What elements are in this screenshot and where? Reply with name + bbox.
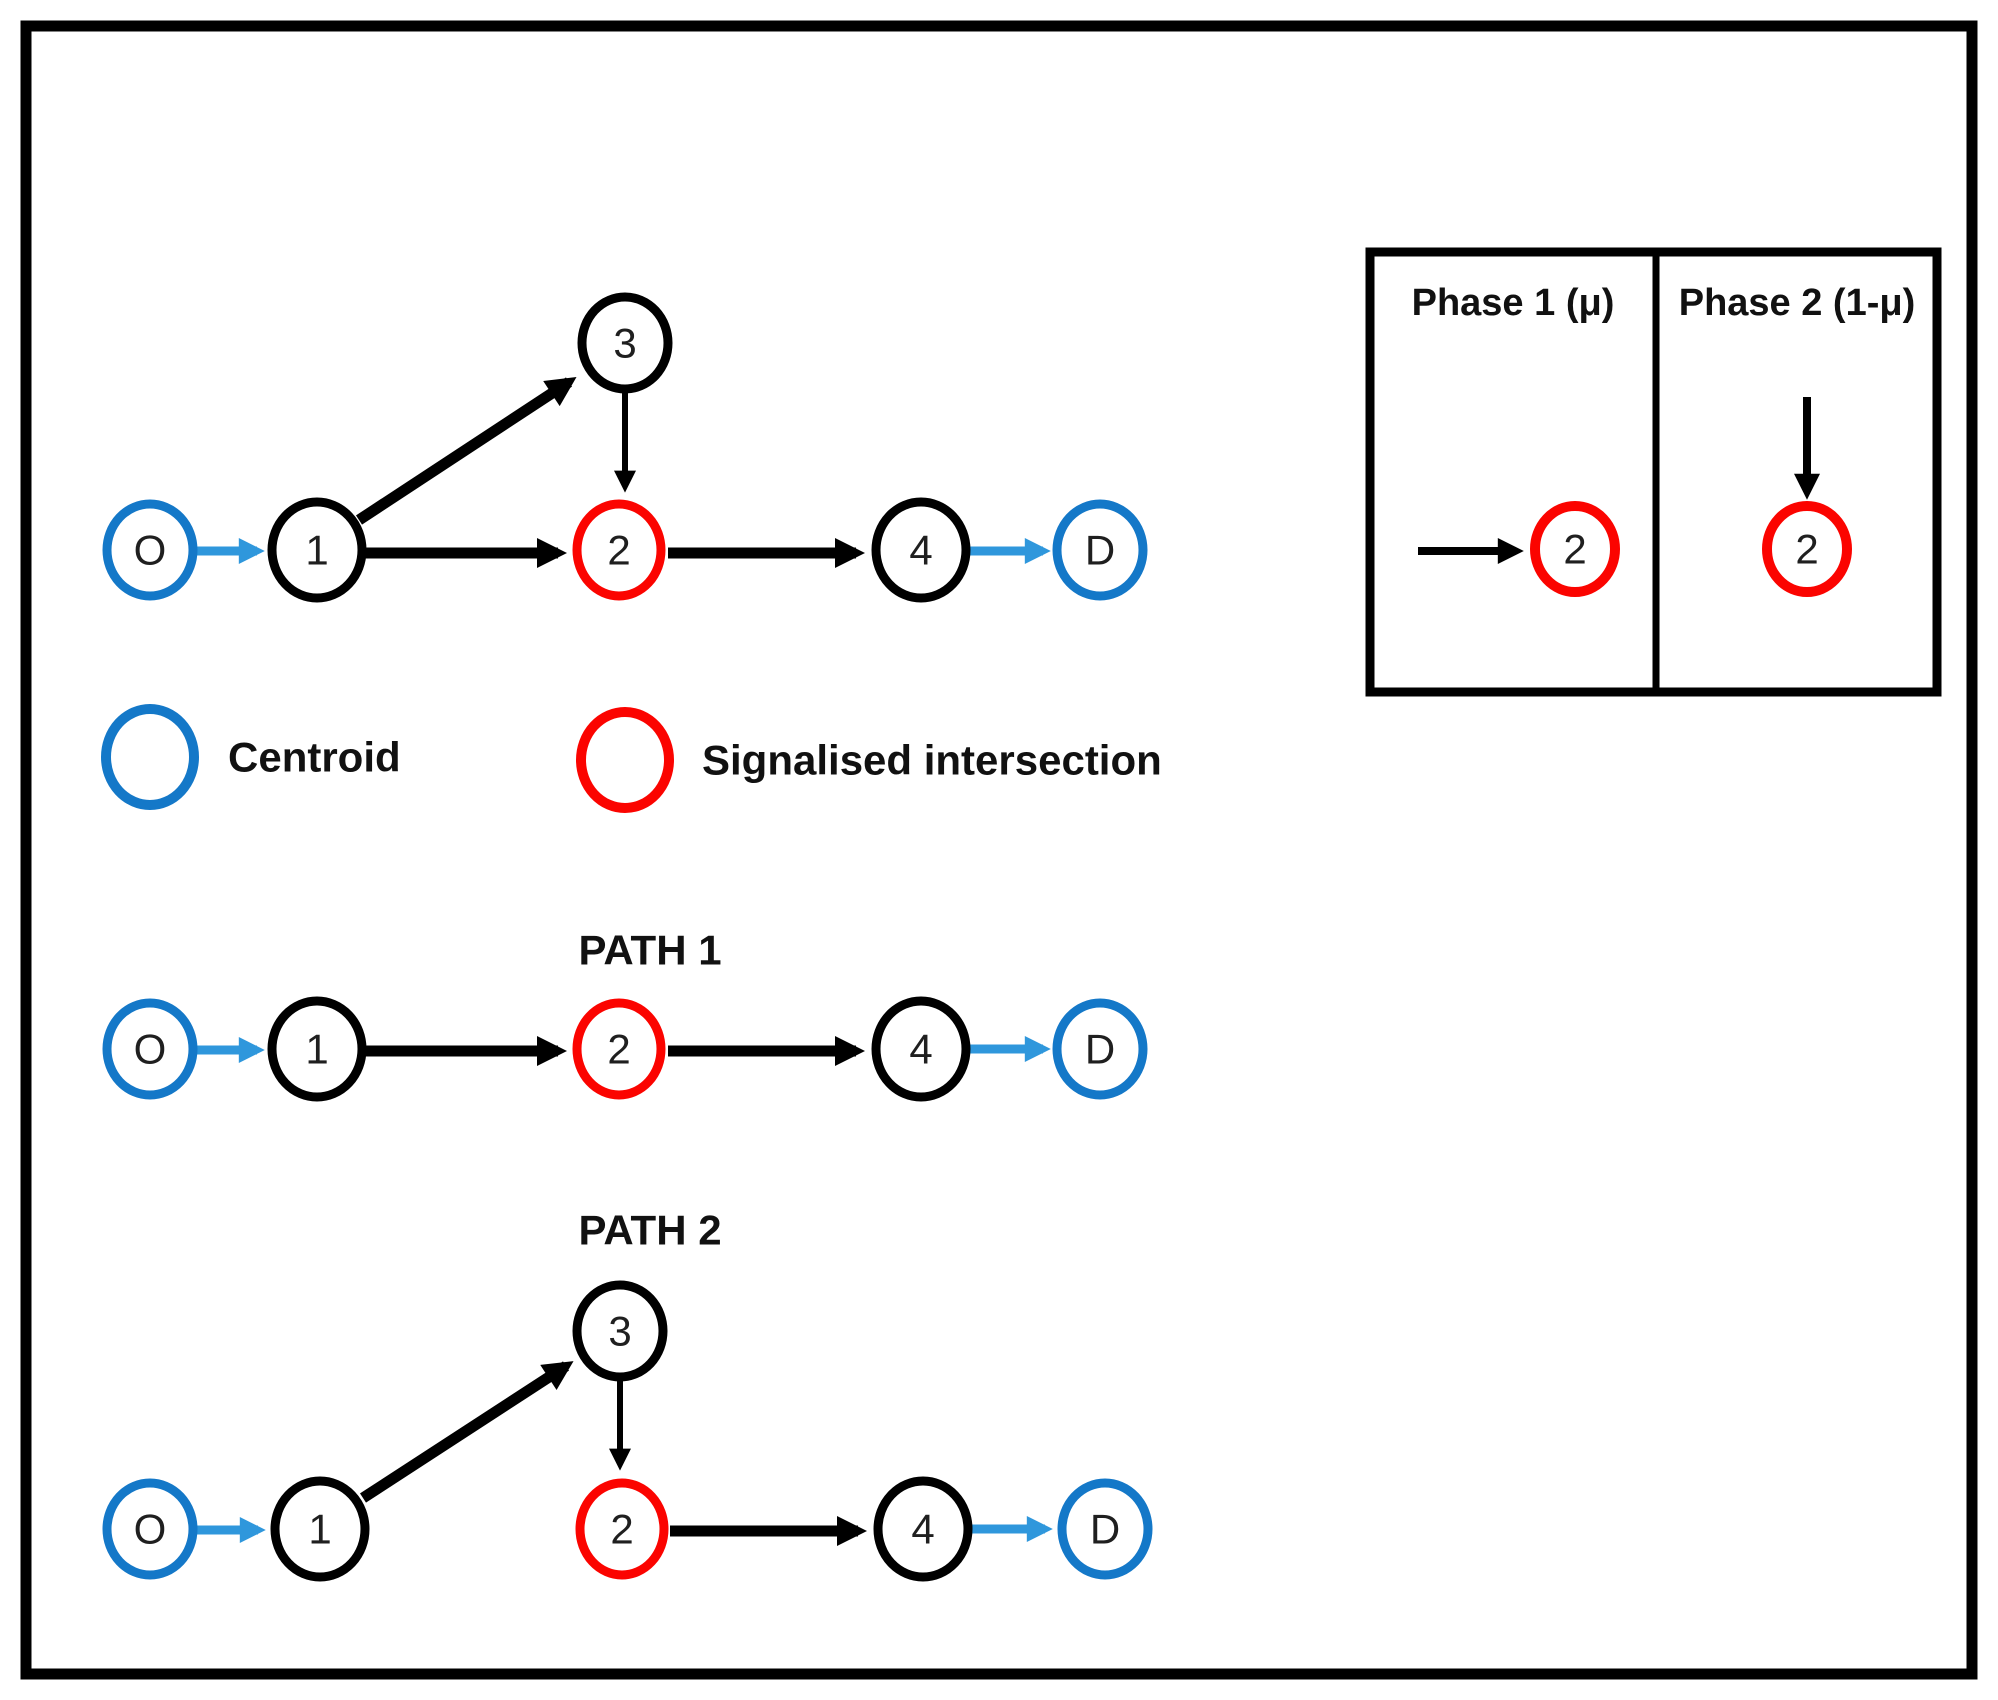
phase1-node-label: 2 xyxy=(1563,526,1586,573)
intersection-circle xyxy=(873,1476,973,1582)
node-destination-label: D xyxy=(1085,1026,1115,1073)
node-2-label: 2 xyxy=(607,527,630,574)
node-4-label: 4 xyxy=(909,1026,932,1073)
node-2-label: 2 xyxy=(607,1026,630,1073)
legend-centroid-icon xyxy=(101,704,199,810)
node-3: 3 xyxy=(577,292,673,394)
intersection-circle xyxy=(270,1476,370,1582)
node-1-label: 1 xyxy=(305,1026,328,1073)
path1-diagram: PATH 1 O 1 2 4 D xyxy=(102,927,1148,1102)
node-3-label: 3 xyxy=(608,1308,631,1355)
centroid-circle xyxy=(1052,499,1148,601)
phase1-title: Phase 1 (μ) xyxy=(1412,282,1615,324)
intersection-circle xyxy=(871,996,971,1102)
edge-1-to-3 xyxy=(355,377,577,525)
node-4-label: 4 xyxy=(909,527,932,574)
node-2-label: 2 xyxy=(610,1506,633,1553)
node-origin-label: O xyxy=(134,1506,167,1553)
edge-1-to-3 xyxy=(360,1361,574,1503)
legend-signalised-label: Signalised intersection xyxy=(702,737,1162,784)
intersection-circle xyxy=(572,1280,668,1382)
intersection-circle xyxy=(871,497,971,603)
centroid-circle xyxy=(1057,1478,1153,1580)
node-origin: O xyxy=(102,998,198,1100)
node-2-signalised: 2 xyxy=(572,998,666,1100)
intersection-circle xyxy=(267,497,367,603)
centroid-circle xyxy=(102,1478,198,1580)
phase1-node-2: 2 xyxy=(1530,501,1620,597)
intersection-circle xyxy=(267,996,367,1102)
path1-title: PATH 1 xyxy=(578,927,721,974)
full-network-diagram: O 1 3 2 4 D xyxy=(102,292,1148,603)
signalised-circle xyxy=(1762,501,1852,597)
node-1-label: 1 xyxy=(305,527,328,574)
centroid-circle xyxy=(102,998,198,1100)
signalised-circle xyxy=(572,998,666,1100)
node-4: 4 xyxy=(871,996,971,1102)
node-4: 4 xyxy=(873,1476,973,1582)
node-destination-label: D xyxy=(1090,1506,1120,1553)
centroid-circle xyxy=(102,499,198,601)
node-1: 1 xyxy=(270,1476,370,1582)
node-destination: D xyxy=(1052,998,1148,1100)
node-origin: O xyxy=(102,499,198,601)
node-destination: D xyxy=(1057,1478,1153,1580)
signal-phase-diagram: Phase 1 (μ) Phase 2 (1-μ) 2 2 xyxy=(1365,247,1942,697)
node-2-signalised: 2 xyxy=(572,499,666,601)
node-origin-label: O xyxy=(134,527,167,574)
node-1: 1 xyxy=(267,996,367,1102)
node-3-label: 3 xyxy=(613,320,636,367)
intersection-circle xyxy=(577,292,673,394)
signalised-circle xyxy=(572,499,666,601)
node-1: 1 xyxy=(267,497,367,603)
node-destination: D xyxy=(1052,499,1148,601)
legend-signalised-icon xyxy=(576,707,674,813)
node-1-label: 1 xyxy=(308,1506,331,1553)
node-2-signalised: 2 xyxy=(575,1478,669,1580)
phase2-title: Phase 2 (1-μ) xyxy=(1679,282,1916,324)
node-4: 4 xyxy=(871,497,971,603)
phase2-node-label: 2 xyxy=(1795,526,1818,573)
path2-title: PATH 2 xyxy=(578,1207,721,1254)
path2-diagram: PATH 2 O 1 3 2 4 D xyxy=(102,1207,1153,1582)
node-origin-label: O xyxy=(134,1026,167,1073)
phase2-node-2: 2 xyxy=(1762,501,1852,597)
signalised-circle xyxy=(1530,501,1620,597)
centroid-circle xyxy=(1052,998,1148,1100)
node-4-label: 4 xyxy=(911,1506,934,1553)
signalised-circle xyxy=(575,1478,669,1580)
node-destination-label: D xyxy=(1085,527,1115,574)
legend-centroid-label: Centroid xyxy=(228,734,401,781)
node-3: 3 xyxy=(572,1280,668,1382)
legend: Centroid Signalised intersection xyxy=(101,704,1162,813)
node-origin: O xyxy=(102,1478,198,1580)
